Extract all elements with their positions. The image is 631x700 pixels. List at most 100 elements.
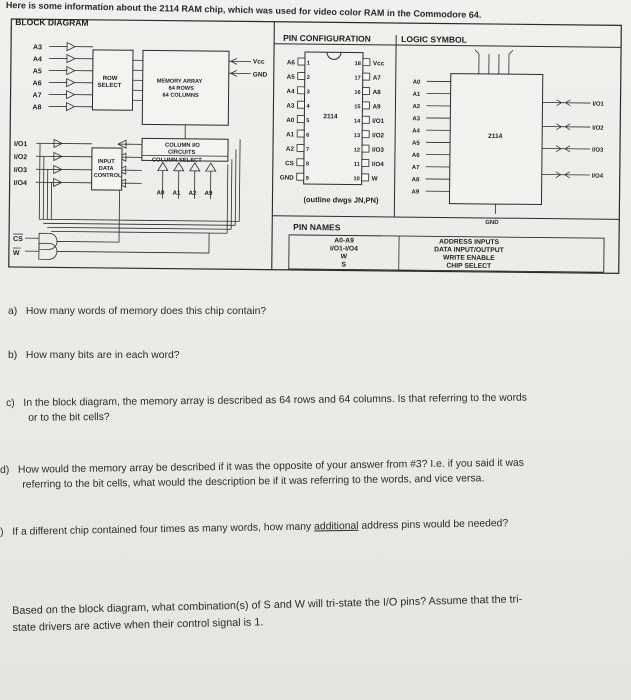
logic-output-arrow — [555, 145, 571, 153]
dip-pin-right-num: 10 — [353, 176, 359, 182]
pin-names-pin: S — [341, 261, 346, 268]
dip-pin-left-name: CS — [285, 160, 294, 167]
logic-output-label: I/O1 — [592, 102, 604, 108]
logic-input-label: A5 — [412, 141, 420, 147]
dip-pin-right-name: I/O4 — [372, 161, 384, 168]
dip-pin-left-name: GND — [280, 174, 295, 181]
addr-A1: A1 — [173, 190, 182, 197]
logic-symbol-outputs: I/O1I/O2I/O3I/O4 — [541, 99, 605, 180]
dip-pin-right — [362, 87, 371, 95]
outline-note: (outline dwgs JN,PN) — [303, 195, 379, 205]
addr-A3: A3 — [33, 44, 42, 51]
we-label: W — [13, 250, 20, 257]
logic-input-label: A8 — [412, 177, 420, 183]
io-pin-2: I/O2 — [14, 154, 27, 161]
dip-pin-left — [296, 115, 305, 124]
logic-chip-label: 2114 — [488, 133, 503, 140]
dip-pin-left-num: 3 — [307, 89, 310, 95]
column-io-label-1: COLUMN I/O — [165, 143, 200, 149]
pin-names-pin: I/O1-I/O4 — [330, 245, 358, 252]
dip-pin-left-num: 5 — [306, 118, 309, 124]
dip-pin-right-num: 11 — [354, 162, 360, 168]
dip-pin-left-num: 2 — [307, 75, 310, 81]
logic-output-arrow — [556, 99, 571, 107]
dip-pin-right-num: 13 — [354, 133, 360, 139]
logic-input-label: A1 — [413, 92, 421, 98]
cs-label: CS — [13, 236, 23, 243]
question-c-label: c) — [6, 397, 15, 409]
logic-output-line — [542, 102, 591, 104]
dip-pin-left-name: A6 — [287, 59, 296, 66]
dip-chip-label: 2114 — [323, 113, 338, 120]
dip-pin-right-name: I/O1 — [372, 118, 384, 125]
dip-pin-right-num: 15 — [354, 104, 360, 110]
question-c-line2: or to the bit cells? — [28, 411, 110, 424]
addr-A6: A6 — [33, 80, 42, 87]
gnd-label: GND — [253, 72, 268, 79]
dip-pin-right-num: 12 — [354, 147, 360, 153]
question-d-label: d) — [0, 464, 10, 476]
addr-A5: A5 — [33, 68, 42, 75]
input-data-control-label-1: INPUT — [98, 159, 115, 165]
dip-pin-left-num: 4 — [306, 104, 310, 110]
pin-names-desc: CHIP SELECT — [446, 263, 492, 270]
dip-pin-right — [362, 72, 371, 81]
dip-pin-right — [361, 173, 370, 182]
addr-A2: A2 — [189, 190, 198, 197]
dip-pin-right-name: A9 — [372, 103, 381, 110]
question-b-label: b) — [8, 350, 18, 361]
input-data-control-label-2: DATA — [99, 166, 114, 172]
dip-pin-right-name: Vcc — [373, 60, 385, 67]
row-select-label-1: ROW — [103, 76, 118, 82]
io-pin-1: I/O1 — [14, 141, 27, 148]
dip-pin-left — [297, 100, 305, 109]
question-f: Based on the block diagram, what combina… — [12, 591, 523, 637]
logic-output-line — [542, 126, 591, 128]
block-diagram-title: BLOCK DIAGRAM — [15, 17, 88, 28]
dip-pin-right-name: W — [372, 175, 378, 182]
memory-array-label-1: MEMORY ARRAY — [157, 78, 203, 84]
pin-names-desc: WRITE ENABLE — [443, 255, 495, 263]
dip-pin-right — [362, 58, 371, 67]
dip-pin-left-name: A2 — [286, 146, 295, 153]
dip-pin-right-name: A7 — [373, 75, 382, 82]
question-e-underlined: additional — [314, 520, 359, 533]
pin-names-pin: W — [341, 253, 348, 260]
dip-pin-left-num: 1 — [307, 61, 310, 67]
dip-pin-left — [296, 143, 305, 152]
dip-pin-left — [296, 158, 305, 167]
logic-gnd-label: GND — [485, 220, 499, 226]
addr-A8: A8 — [32, 104, 41, 111]
column-select-label: COLUMN SELECT — [152, 157, 202, 164]
logic-output-label: I/O4 — [592, 174, 604, 180]
dip-pin-right — [361, 159, 370, 167]
dip-pin-left-num: 7 — [306, 147, 309, 153]
pin-names-desc: DATA INPUT/OUTPUT — [434, 246, 505, 254]
pin-names-pin: A0-A9 — [334, 237, 354, 244]
logic-output-arrow — [555, 171, 570, 179]
question-e-label: ) — [0, 526, 4, 538]
logic-output-arrow — [556, 123, 571, 131]
dip-pin-right-name: A8 — [373, 89, 382, 96]
question-c: c) In the block diagram, the memory arra… — [6, 391, 527, 426]
dip-pin-right-num: 14 — [354, 119, 361, 125]
addr-A7: A7 — [33, 92, 42, 99]
dip-pin-right — [362, 101, 370, 110]
dip-pin-left-name: A4 — [287, 88, 296, 95]
pin-names-desc: ADDRESS INPUTS — [439, 238, 500, 246]
pin-config-title: PIN CONFIGURATION — [283, 33, 371, 44]
logic-input-label: A3 — [412, 116, 420, 122]
logic-input-label: A6 — [412, 153, 420, 159]
dip-pin-left — [297, 86, 306, 95]
addr-A0: A0 — [157, 190, 166, 197]
dip-pin-left-name: A0 — [286, 117, 295, 124]
dip-pin-left — [296, 172, 305, 181]
question-b-text: How many bits are in each word? — [25, 350, 180, 361]
column-io-label-2: CIRCUITS — [168, 150, 196, 156]
logic-input-label: A7 — [412, 165, 420, 171]
datasheet-figure: BLOCK DIAGRAM A3 A4 A5 A6 A7 A8 ROW SELE… — [8, 17, 622, 274]
address-inputs-bottom: A0 A1 A2 A9 — [157, 190, 214, 198]
